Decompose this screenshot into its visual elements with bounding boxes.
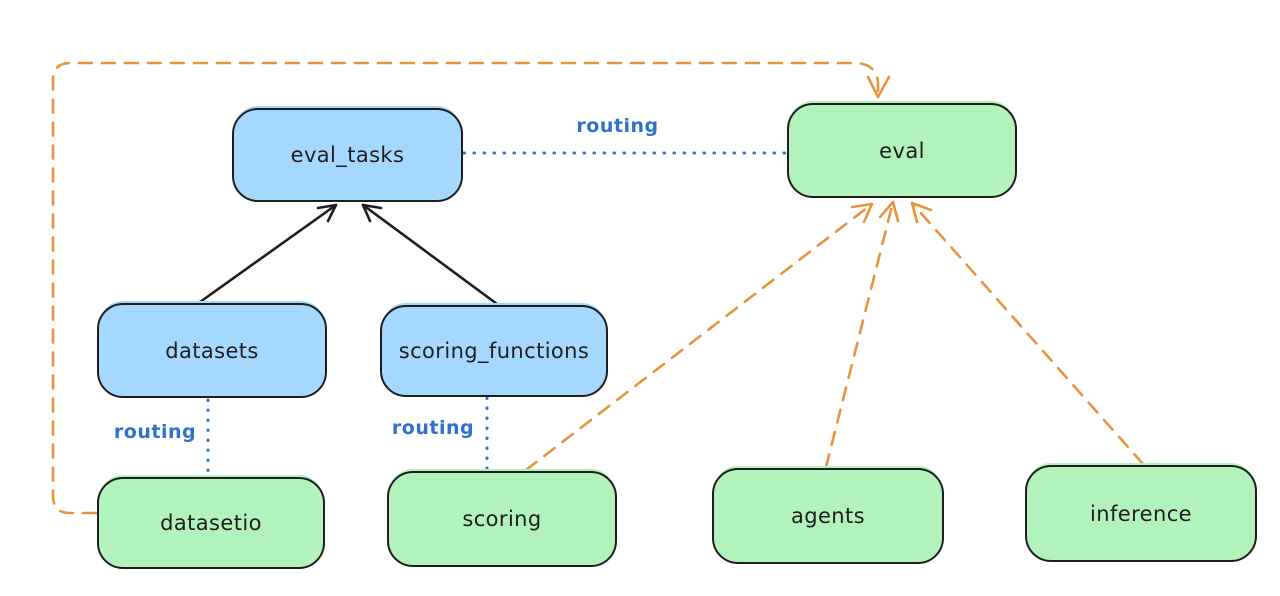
node-inference-label: inference [1090,501,1192,526]
node-scoring: scoring [387,471,617,567]
node-eval-tasks: eval_tasks [232,108,463,202]
node-scoring-functions: scoring_functions [380,305,608,397]
edge-label-routing-eval-tasks-eval: routing [576,115,659,137]
edge-datasets-to-eval-tasks [198,203,338,304]
edge-scoring-functions-to-eval-tasks [361,203,499,306]
node-datasetio: datasetio [97,477,325,569]
node-eval-tasks-label: eval_tasks [290,143,405,167]
node-datasets: datasets [97,303,327,398]
edge-datasetio-to-eval-loop [51,61,880,515]
node-inference: inference [1025,465,1257,562]
edge-label-routing-scoring-functions-scoring: routing [391,417,475,439]
arrowhead-agents-to-eval [878,200,900,223]
edge-scoring-to-eval [524,202,874,472]
node-datasetio-label: datasetio [160,511,262,535]
node-eval-label: eval [879,138,925,163]
arrowhead-datasetio-to-eval [866,75,891,99]
node-agents-label: agents [790,504,865,528]
node-eval: eval [787,103,1017,198]
edge-label-routing-datasets-datasetio: routing [113,421,197,443]
node-datasets-label: datasets [165,338,259,363]
arrowhead-inference-to-eval [910,201,933,224]
node-agents: agents [712,468,944,564]
node-scoring-label: scoring [462,507,542,531]
arrowhead-scoring-to-eval [850,202,874,224]
arrowhead-datasets-to-eval-tasks [316,203,338,223]
node-scoring-functions-label: scoring_functions [398,339,590,363]
edge-inference-to-eval [910,201,1145,466]
arrowhead-scoring-functions-to-eval-tasks [361,203,383,223]
edge-agents-to-eval [824,200,895,469]
